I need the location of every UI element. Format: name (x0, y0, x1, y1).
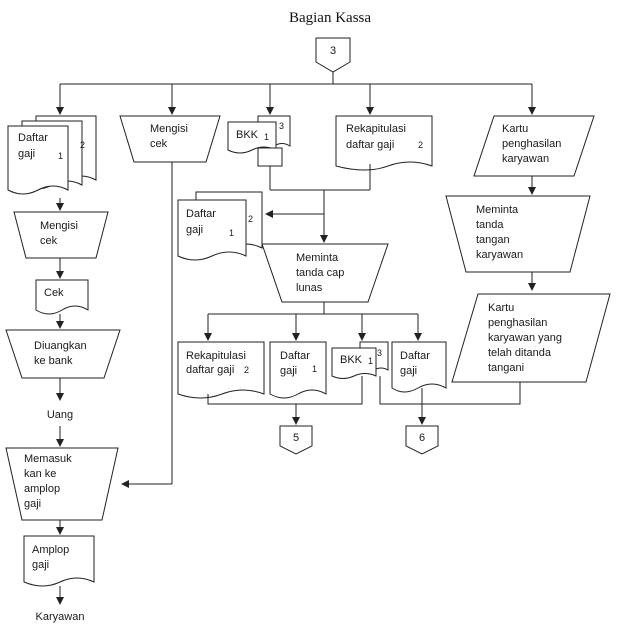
meminta-cap-line2: tanda cap (296, 267, 344, 279)
process-mengisi-cek-2: Mengisi cek (119, 115, 221, 163)
daftar-gaji-left-line1: Daftar (18, 132, 48, 144)
connector-6: 6 (405, 425, 439, 455)
process-meminta-tanda-tangan: Meminta tanda tangan karyawan (445, 195, 591, 273)
process-meminta-cap-lunas: Meminta tanda cap lunas (261, 243, 389, 303)
diuangkan-line1: Diuangkan (34, 340, 87, 352)
kartu2-line4: telah ditanda (488, 347, 552, 359)
amplop-line2: gaji (32, 559, 49, 571)
meminta-ttd-line1: Meminta (476, 204, 519, 216)
process-diuangkan: Diuangkan ke bank (5, 329, 121, 379)
meminta-cap-line1: Meminta (296, 252, 339, 264)
group-to-6-bracket (379, 376, 521, 405)
connector-5: 5 (279, 425, 313, 455)
group-to-5-bracket (207, 376, 363, 405)
document-daftar-gaji-mid: Daftar gaji 1 2 (177, 191, 263, 261)
document-daftar-gaji-left: Daftar gaji 1 2 (7, 115, 97, 195)
memasukkan-line3: amplop (24, 483, 60, 495)
daftar-gaji-left-copy1: 1 (58, 151, 63, 161)
rekap-bottom-copy2: 2 (244, 365, 249, 375)
kartu2-line2: penghasilan (488, 317, 547, 329)
diuangkan-line2: ke bank (34, 355, 73, 367)
diagram-title: Bagian Kassa (289, 10, 371, 26)
memasukkan-line1: Memasuk (24, 453, 72, 465)
daftar-bottom-line1: Daftar (280, 350, 310, 362)
daftar-gaji-mid-line2: gaji (186, 224, 203, 236)
daftar2-bottom-line1: Daftar (400, 350, 430, 362)
connector-3: 3 (315, 37, 351, 73)
document-rekapitulasi-top: Rekapitulasi daftar gaji 2 (335, 115, 433, 171)
daftar2-bottom-line2: gaji (400, 365, 417, 377)
process-mengisi-cek-left: Mengisi cek (13, 211, 109, 259)
daftar-bottom-line2: gaji (280, 365, 297, 377)
document-rekapitulasi-bottom: Rekapitulasi daftar gaji 2 (177, 341, 265, 399)
mengisi-cek-2-line1: Mengisi (150, 123, 188, 135)
meminta-ttd-line2: tanda (476, 219, 504, 231)
connector-3-label: 3 (330, 45, 336, 57)
connector-6-label: 6 (419, 432, 425, 444)
document-bkk-top: BKK 1 3 (227, 115, 291, 154)
bkk-bottom-label: BKK (340, 354, 363, 366)
bkk-file-box (257, 147, 283, 167)
daftar-gaji-mid-copy1: 1 (229, 228, 234, 238)
document-cek: Cek (35, 279, 89, 315)
kartu-line2: penghasilan (502, 138, 561, 150)
kartu2-line5: tangani (488, 362, 524, 374)
bkk-bottom-copy1: 1 (368, 356, 373, 366)
uang-label: Uang (47, 409, 73, 421)
document-amplop-gaji: Amplop gaji (23, 535, 95, 587)
mengisi-cek-left-line2: cek (40, 235, 58, 247)
connector-5-label: 5 (293, 432, 299, 444)
io-kartu-penghasilan: Kartu penghasilan karyawan (473, 115, 595, 177)
amplop-line1: Amplop (32, 544, 69, 556)
karyawan-label: Karyawan (36, 611, 85, 623)
bkk-top-copy3: 3 (279, 121, 284, 131)
document-daftar-gaji-bottom: Daftar gaji 1 (269, 341, 327, 399)
bkk-bottom-copy3: 3 (377, 348, 382, 358)
kartu-line3: karyawan (502, 153, 549, 165)
memasukkan-line2: kan ke (24, 468, 56, 480)
bkk-top-copy1: 1 (264, 132, 269, 142)
kartu2-line1: Kartu (488, 302, 514, 314)
daftar-gaji-mid-line1: Daftar (186, 208, 216, 220)
rekap-bottom-line1: Rekapitulasi (186, 350, 246, 362)
meminta-ttd-line4: karyawan (476, 249, 523, 261)
daftar-gaji-mid-copy2: 2 (248, 214, 253, 224)
meminta-ttd-line3: tangan (476, 234, 510, 246)
rekap-top-line1: Rekapitulasi (346, 123, 406, 135)
kartu-line1: Kartu (502, 123, 528, 135)
bkk-top-label: BKK (236, 129, 259, 141)
rekap-top-copy2: 2 (418, 140, 423, 150)
memasukkan-line4: gaji (24, 498, 41, 510)
rekap-top-line2: daftar gaji (346, 139, 394, 151)
daftar-bottom-copy1: 1 (312, 364, 317, 374)
kartu2-line3: karyawan yang (488, 332, 562, 344)
rekap-bottom-line2: daftar gaji (186, 364, 234, 376)
process-memasukkan-amplop: Memasuk kan ke amplop gaji (5, 447, 119, 521)
meminta-cap-line3: lunas (296, 282, 323, 294)
io-kartu-ditandatangani: Kartu penghasilan karyawan yang telah di… (451, 293, 611, 383)
document-daftar-gaji-bottom-right: Daftar gaji (391, 341, 447, 393)
mengisi-cek-left-line1: Mengisi (40, 220, 78, 232)
daftar-gaji-left-copy2: 2 (80, 140, 85, 150)
document-bkk-bottom: BKK 1 3 (331, 341, 389, 379)
daftar-gaji-left-line2: gaji (18, 148, 35, 160)
cek-label: Cek (44, 287, 64, 299)
mengisi-cek-2-line2: cek (150, 138, 168, 150)
